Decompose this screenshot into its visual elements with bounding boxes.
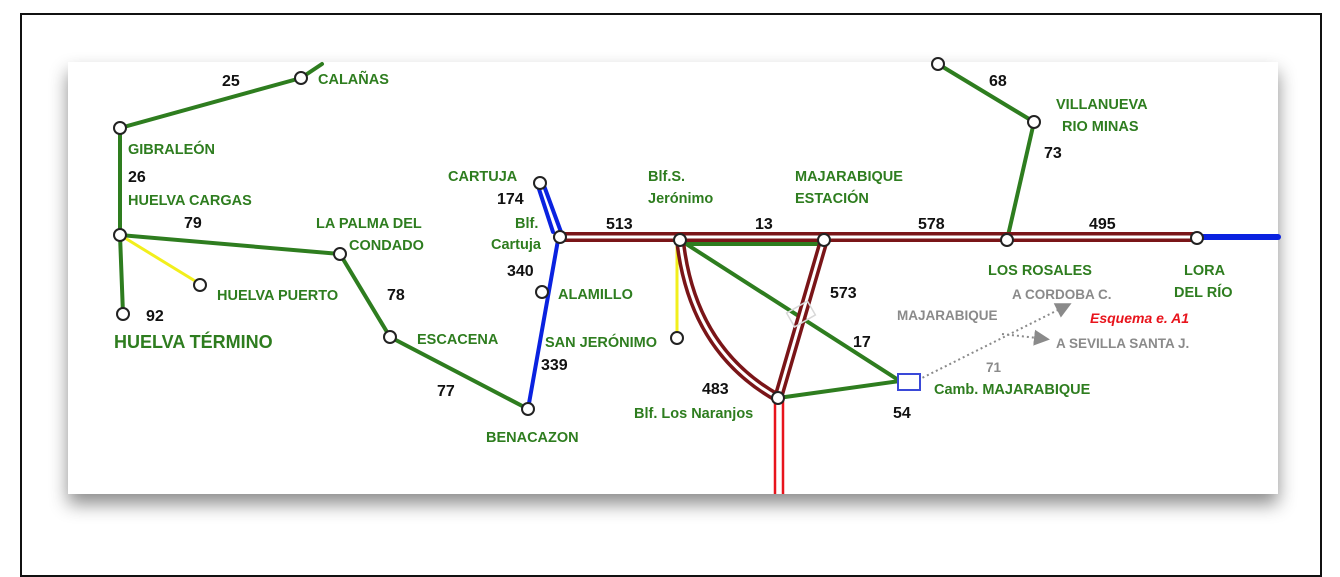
label-camb-majarabique: Camb. MAJARABIQUE bbox=[934, 382, 1091, 398]
arrow-to-sevilla bbox=[1001, 329, 1050, 346]
label-blf-cartuja-2: Cartuja bbox=[491, 237, 542, 253]
label-esquema: Esquema e. A1 bbox=[1090, 310, 1189, 326]
label-huelva-puerto: HUELVA PUERTO bbox=[217, 288, 338, 304]
label-lora-1: LORA bbox=[1184, 263, 1226, 279]
num-483: 483 bbox=[702, 381, 729, 398]
label-escacena: ESCACENA bbox=[417, 332, 499, 348]
label-blf-cartuja-1: Blf. bbox=[515, 216, 538, 232]
label-majarabique-estacion-2: ESTACIÓN bbox=[795, 189, 869, 207]
station-huelva-termino bbox=[116, 307, 130, 321]
num-79: 79 bbox=[184, 215, 202, 232]
line-escacena-benacazon bbox=[388, 335, 530, 411]
station-benacazon bbox=[521, 402, 535, 416]
station-blf-los-naranjos bbox=[771, 391, 785, 405]
num-513: 513 bbox=[606, 216, 633, 233]
green-lines bbox=[118, 62, 1036, 411]
label-gibraleon: GIBRALEÓN bbox=[128, 140, 215, 158]
label-majarabique-grey: MAJARABIQUE bbox=[897, 308, 998, 323]
num-68: 68 bbox=[989, 73, 1007, 90]
station-alamillo bbox=[535, 285, 549, 299]
station-san-jeronimo bbox=[670, 331, 684, 345]
label-blf-s-jeronimo-2: Jerónimo bbox=[648, 191, 713, 207]
label-calanas: CALAÑAS bbox=[318, 70, 389, 88]
num-78: 78 bbox=[387, 287, 405, 304]
station-villanueva bbox=[1027, 115, 1041, 129]
station-north-68 bbox=[931, 57, 945, 71]
num-54: 54 bbox=[893, 405, 911, 422]
line-cargas-lapalma bbox=[118, 233, 342, 256]
label-blf-s-jeronimo-1: Blf.S. bbox=[648, 169, 685, 185]
station-la-palma bbox=[333, 247, 347, 261]
line-number-labels: 25 26 79 92 78 77 174 340 339 513 13 578… bbox=[128, 73, 1116, 422]
num-174: 174 bbox=[497, 191, 524, 208]
label-la-palma-1: LA PALMA DEL bbox=[316, 216, 422, 232]
annotations: A CORDOBA C. MAJARABIQUE A SEVILLA SANTA… bbox=[897, 287, 1189, 351]
num-340: 340 bbox=[507, 263, 534, 280]
line-cargas-termino bbox=[118, 233, 125, 316]
label-villanueva-2: RIO MINAS bbox=[1062, 119, 1139, 135]
station-cartuja bbox=[533, 176, 547, 190]
red-line bbox=[773, 400, 785, 494]
num-73: 73 bbox=[1044, 145, 1062, 162]
station-escacena bbox=[383, 330, 397, 344]
station-blf-cartuja bbox=[553, 230, 567, 244]
map-panel bbox=[68, 62, 1278, 494]
grey-arrows bbox=[917, 303, 1072, 381]
station-huelva-cargas bbox=[113, 228, 127, 242]
line-naranjos-camb bbox=[776, 379, 902, 400]
num-13: 13 bbox=[755, 216, 773, 233]
line-lapalma-escacena bbox=[338, 252, 392, 339]
station-los-rosales bbox=[1000, 233, 1014, 247]
num-77: 77 bbox=[437, 383, 455, 400]
line-cartuja-b bbox=[541, 181, 563, 234]
line-blfcartuja-benacazon bbox=[526, 238, 560, 411]
label-cartuja: CARTUJA bbox=[448, 169, 518, 185]
num-25: 25 bbox=[222, 73, 240, 90]
line-rosales-villanueva bbox=[1005, 120, 1036, 242]
station-lora-del-rio bbox=[1190, 231, 1204, 245]
label-los-rosales: LOS ROSALES bbox=[988, 263, 1092, 279]
num-17: 17 bbox=[853, 334, 871, 351]
ghost-marker bbox=[785, 300, 817, 328]
line-cartuja-a bbox=[535, 181, 555, 234]
label-huelva-termino: HUELVA TÉRMINO bbox=[114, 331, 273, 352]
label-la-palma-2: CONDADO bbox=[349, 238, 424, 254]
label-a-sevilla: A SEVILLA SANTA J. bbox=[1056, 336, 1189, 351]
blue-lines bbox=[526, 181, 1281, 411]
station-gibraleon bbox=[113, 121, 127, 135]
station-labels: CALAÑAS GIBRALEÓN HUELVA CARGAS HUELVA P… bbox=[114, 70, 1233, 446]
label-lora-2: DEL RÍO bbox=[1174, 284, 1233, 301]
num-92: 92 bbox=[146, 308, 164, 325]
maroon-lines bbox=[553, 232, 1202, 403]
label-majarabique-estacion-1: MAJARABIQUE bbox=[795, 169, 903, 185]
line-villanueva-north bbox=[936, 62, 1036, 124]
yellow-lines bbox=[119, 233, 679, 336]
station-blf-s-jeronimo bbox=[673, 233, 687, 247]
num-26: 26 bbox=[128, 169, 146, 186]
label-villanueva-1: VILLANUEVA bbox=[1056, 97, 1148, 113]
label-blf-los-naranjos: Blf. Los Naranjos bbox=[634, 406, 753, 422]
label-huelva-cargas: HUELVA CARGAS bbox=[128, 193, 252, 209]
label-alamillo: ALAMILLO bbox=[558, 287, 633, 303]
station-camb-majarabique bbox=[897, 373, 921, 391]
station-majarabique-estacion bbox=[817, 233, 831, 247]
num-339: 339 bbox=[541, 357, 568, 374]
label-benacazon: BENACAZON bbox=[486, 430, 579, 446]
station-huelva-puerto bbox=[193, 278, 207, 292]
line-cargas-puerto bbox=[119, 233, 201, 286]
label-san-jeronimo: SAN JERÓNIMO bbox=[545, 333, 657, 351]
num-71: 71 bbox=[986, 360, 1002, 375]
line-gibraleon-calanas bbox=[118, 76, 303, 130]
station-calanas bbox=[294, 71, 308, 85]
num-495: 495 bbox=[1089, 216, 1116, 233]
label-a-cordoba: A CORDOBA C. bbox=[1012, 287, 1112, 302]
stations bbox=[113, 57, 1204, 416]
num-573: 573 bbox=[830, 285, 857, 302]
num-578: 578 bbox=[918, 216, 945, 233]
